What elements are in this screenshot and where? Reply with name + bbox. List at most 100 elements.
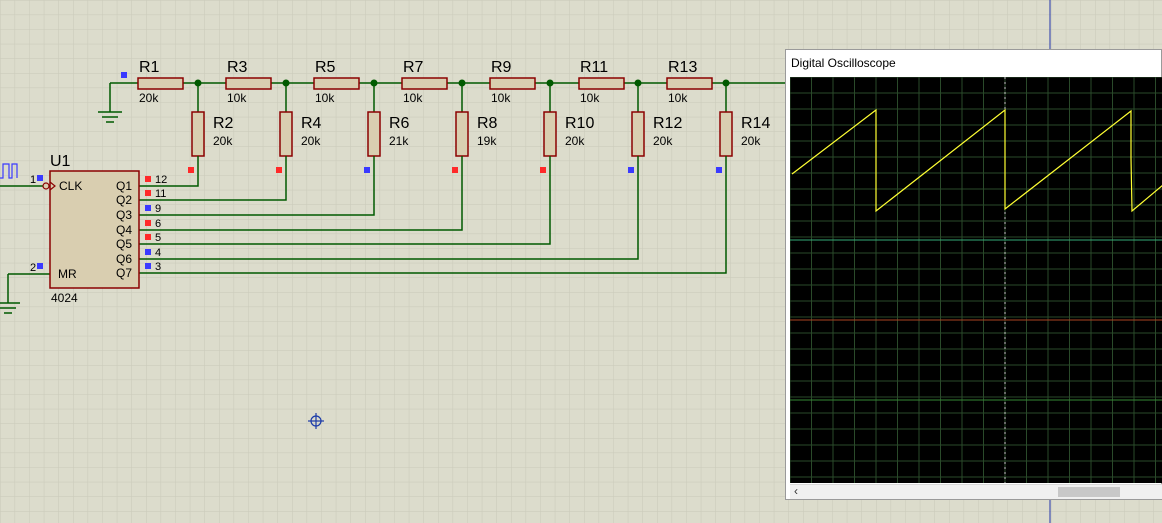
resistor-r12[interactable] <box>631 111 645 157</box>
chip-output-pin-number: 5 <box>155 232 161 244</box>
pin-state-indicator <box>145 263 151 269</box>
resistor-ref: R14 <box>741 115 770 132</box>
resistor-r11[interactable] <box>578 77 625 90</box>
resistor-r5[interactable] <box>313 77 360 90</box>
shunt-resistor-column: R2 20k R4 20k R6 21k R8 19k R10 20k R12 20k R14 20k <box>188 79 770 173</box>
output-wire-q1 <box>139 156 199 187</box>
resistor-ref: R5 <box>315 59 336 76</box>
chip-output-label: Q2 <box>116 193 132 207</box>
chip-output-label: Q5 <box>116 237 132 251</box>
pin-state-indicator <box>145 190 151 196</box>
chip-output-pin-number: 6 <box>155 218 161 230</box>
resistor-r1[interactable] <box>137 77 184 90</box>
chip-output-label: Q1 <box>116 179 132 193</box>
resistor-value: 20k <box>301 134 321 148</box>
resistor-value: 20k <box>213 134 233 148</box>
chip-output-label: Q7 <box>116 266 132 280</box>
resistor-ref: R8 <box>477 115 498 132</box>
chip-output-pin-number: 12 <box>155 174 167 186</box>
probe-r1-left <box>121 72 127 78</box>
chip-output-label: Q4 <box>116 223 132 237</box>
resistor-ref: R9 <box>491 59 512 76</box>
resistor-value: 10k <box>668 91 688 105</box>
output-wire-q3 <box>139 156 375 216</box>
probe-state-indicator <box>452 167 458 173</box>
probe-state-indicator <box>716 167 722 173</box>
resistor-ref: R11 <box>580 59 608 76</box>
resistor-ref: R1 <box>139 59 160 76</box>
resistor-r10[interactable] <box>543 111 557 157</box>
output-wire-q6 <box>139 156 639 260</box>
probe-state-indicator <box>276 167 282 173</box>
resistor-r2[interactable] <box>191 111 205 157</box>
resistor-value: 10k <box>491 91 511 105</box>
output-wire-q7 <box>139 156 727 274</box>
output-wire-q5 <box>139 156 551 245</box>
resistor-value: 10k <box>403 91 423 105</box>
chip-output-pin-number: 4 <box>155 247 161 259</box>
resistor-value: 19k <box>477 134 497 148</box>
resistor-r14[interactable] <box>719 111 733 157</box>
resistor-r7[interactable] <box>401 77 448 90</box>
pin-state-indicator <box>145 249 151 255</box>
resistor-ref: R13 <box>668 59 697 76</box>
chevron-left-icon[interactable]: ‹ <box>794 484 798 498</box>
mr-state-indicator <box>37 263 43 269</box>
oscilloscope-scrollbar[interactable]: ‹ <box>790 484 1162 499</box>
pin-state-indicator <box>145 176 151 182</box>
resistor-value: 20k <box>741 134 761 148</box>
resistor-r8[interactable] <box>455 111 469 157</box>
clk-label: CLK <box>59 179 82 193</box>
resistor-r3[interactable] <box>225 77 272 90</box>
clk-pin-number: 1 <box>30 174 36 186</box>
chip-output-pin-number: 3 <box>155 261 161 273</box>
chip-output-label: Q6 <box>116 252 132 266</box>
resistor-value: 20k <box>565 134 585 148</box>
output-wires <box>139 156 727 274</box>
resistor-ref: R6 <box>389 115 410 132</box>
chip-part: 4024 <box>51 291 78 305</box>
chip-u1-body[interactable] <box>49 170 140 289</box>
oscilloscope-window[interactable]: Digital Oscilloscope ‹ <box>785 49 1162 500</box>
output-wire-q2 <box>139 156 287 201</box>
resistor-ref: R12 <box>653 115 682 132</box>
chip-output-pin-number: 11 <box>155 188 166 200</box>
resistor-r6[interactable] <box>367 111 381 157</box>
scrollbar-thumb[interactable] <box>1058 487 1120 497</box>
chip-output-label: Q3 <box>116 208 132 222</box>
trace-channel-a <box>791 108 1162 213</box>
pin-state-indicator <box>145 220 151 226</box>
clock-source-symbol <box>0 163 18 179</box>
resistor-r13[interactable] <box>666 77 713 90</box>
ground-symbol-top <box>98 82 138 123</box>
resistor-ref: R3 <box>227 59 248 76</box>
resistor-r4[interactable] <box>279 111 293 157</box>
clk-edge-marker <box>49 181 56 191</box>
clk-inversion-bubble <box>42 182 50 190</box>
chip-output-pin-number: 9 <box>155 203 161 215</box>
probe-state-indicator <box>628 167 634 173</box>
oscilloscope-screen[interactable] <box>789 76 1162 483</box>
crosshair-icon <box>308 413 324 429</box>
resistor-value: 20k <box>139 91 159 105</box>
pin-state-indicator <box>145 234 151 240</box>
resistor-value: 10k <box>580 91 600 105</box>
mr-pin-number: 2 <box>30 262 36 274</box>
resistor-value: 10k <box>227 91 247 105</box>
oscilloscope-title: Digital Oscilloscope <box>791 56 896 70</box>
ground-symbol-mr <box>0 274 20 314</box>
chip-ref: U1 <box>50 153 71 170</box>
resistor-ref: R2 <box>213 115 234 132</box>
resistor-ref: R4 <box>301 115 322 132</box>
resistor-value: 10k <box>315 91 335 105</box>
probe-state-indicator <box>540 167 546 173</box>
resistor-ref: R10 <box>565 115 594 132</box>
resistor-value: 21k <box>389 134 409 148</box>
resistor-r9[interactable] <box>489 77 536 90</box>
mr-label: MR <box>58 267 77 281</box>
clk-state-indicator <box>37 175 43 181</box>
pin-state-indicator <box>145 205 151 211</box>
resistor-value: 20k <box>653 134 673 148</box>
probe-state-indicator <box>364 167 370 173</box>
